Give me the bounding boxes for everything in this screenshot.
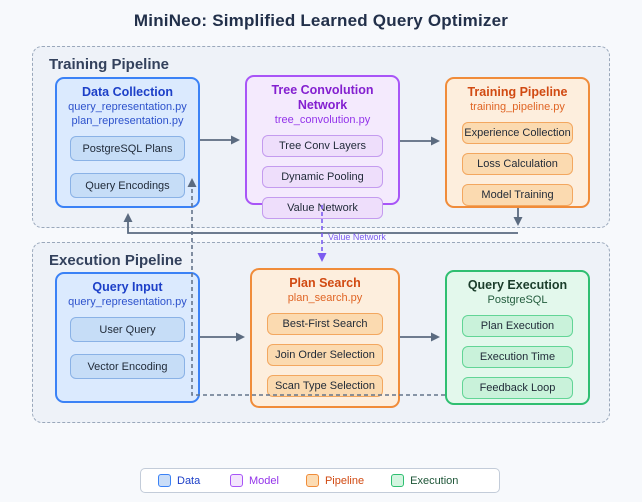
node-query-execution: Query Execution PostgreSQL Plan Executio… bbox=[445, 270, 590, 405]
node-subtitle: plan_search.py bbox=[287, 292, 363, 304]
node-plan-search: Plan Search plan_search.py Best-First Se… bbox=[250, 268, 400, 408]
legend-item-data: Data bbox=[158, 474, 203, 487]
sub-box-dynamic-pooling: Dynamic Pooling bbox=[262, 166, 383, 188]
execution-pipeline-label: Execution Pipeline bbox=[49, 252, 183, 269]
node-subtitle: plan_representation.py bbox=[71, 115, 184, 127]
sub-box-model-training: Model Training bbox=[462, 184, 573, 206]
node-subtitle: query_representation.py bbox=[68, 101, 187, 113]
edge-label-value-network: Value Network bbox=[328, 232, 386, 242]
node-title-tree-convolution: Tree Convolution Network bbox=[271, 83, 374, 112]
legend-label-execution: Execution bbox=[410, 474, 459, 487]
training-pipeline-label: Training Pipeline bbox=[49, 56, 170, 73]
sub-box-execution-time: Execution Time bbox=[462, 346, 573, 368]
sub-box-postgresql-plans: PostgreSQL Plans bbox=[70, 136, 185, 161]
sub-box-loss-calculation: Loss Calculation bbox=[462, 153, 573, 175]
sub-box-value-network: Value Network bbox=[262, 197, 383, 219]
node-subtitle: tree_convolution.py bbox=[274, 114, 371, 126]
page-title: MiniNeo: Simplified Learned Query Optimi… bbox=[133, 11, 509, 30]
sub-box-best-first-search: Best-First Search bbox=[267, 313, 383, 335]
node-query-input: Query Input query_representation.py User… bbox=[55, 272, 200, 403]
legend-swatch-pipeline bbox=[305, 474, 319, 487]
node-title-data-collection: Data Collection bbox=[82, 85, 173, 99]
node-title-training-pipeline: Training Pipeline bbox=[467, 85, 568, 99]
node-training-pipeline: Training Pipeline training_pipeline.py E… bbox=[445, 77, 590, 208]
node-title-plan-search: Plan Search bbox=[289, 276, 361, 290]
legend-label-data: Data bbox=[177, 474, 201, 487]
sub-box-experience-collection: Experience Collection bbox=[462, 122, 573, 144]
sub-box-feedback-loop: Feedback Loop bbox=[462, 377, 573, 399]
sub-box-join-order-selection: Join Order Selection bbox=[267, 344, 383, 366]
node-tree-convolution-network: Tree Convolution Network tree_convolutio… bbox=[245, 75, 400, 219]
sub-box-vector-encoding: Vector Encoding bbox=[70, 354, 185, 379]
legend-label-model: Model bbox=[249, 474, 279, 487]
node-title-query-input: Query Input bbox=[92, 280, 163, 294]
legend-swatch-execution bbox=[391, 474, 405, 487]
node-data-collection: Data Collection query_representation.py … bbox=[55, 77, 200, 208]
node-subtitle: training_pipeline.py bbox=[470, 101, 565, 113]
node-subtitle: PostgreSQL bbox=[487, 294, 548, 306]
sub-box-tree-conv-layers: Tree Conv Layers bbox=[262, 135, 383, 157]
legend-swatch-model bbox=[230, 474, 243, 487]
node-subtitle: query_representation.py bbox=[68, 296, 187, 308]
legend-item-execution: Execution bbox=[391, 474, 458, 487]
legend-item-pipeline: Pipeline bbox=[305, 474, 365, 487]
legend-swatch-data bbox=[158, 474, 171, 487]
legend-item-model: Model bbox=[230, 474, 279, 487]
sub-box-user-query: User Query bbox=[70, 317, 185, 342]
sub-box-query-encodings: Query Encodings bbox=[70, 173, 185, 198]
node-title-query-execution: Query Execution bbox=[467, 278, 568, 292]
legend-label-pipeline: Pipeline bbox=[324, 474, 365, 487]
sub-box-scan-type-selection: Scan Type Selection bbox=[267, 375, 383, 397]
sub-box-plan-execution: Plan Execution bbox=[462, 315, 573, 337]
legend: Data Model Pipeline Execution bbox=[140, 468, 500, 493]
